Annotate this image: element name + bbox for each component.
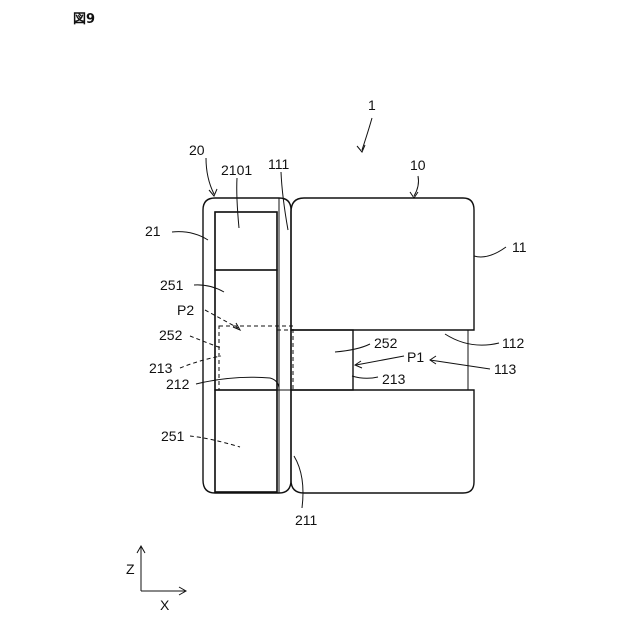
label-251-upper: 251 <box>160 277 184 293</box>
label-P1: P1 <box>407 349 424 365</box>
label-252-left: 252 <box>159 327 183 343</box>
label-211: 211 <box>295 512 318 528</box>
label-21: 21 <box>145 223 161 239</box>
member-20 <box>203 198 293 493</box>
label-213-left: 213 <box>149 360 173 376</box>
label-10: 10 <box>410 157 426 173</box>
member-10-lower <box>291 390 474 493</box>
labels: 1 10 20 2101 111 21 11 251 P2 252 213 21… <box>145 97 527 528</box>
dashed-region-252 <box>219 326 293 390</box>
member-10-upper <box>291 198 474 330</box>
filling-251-lower <box>215 390 277 492</box>
label-252-right: 252 <box>374 335 398 351</box>
label-20: 20 <box>189 142 205 158</box>
label-111: 111 <box>268 156 289 172</box>
hollow-2101 <box>215 212 277 270</box>
label-2101: 2101 <box>221 162 252 178</box>
label-11: 11 <box>512 239 527 255</box>
projection-252-213 <box>291 330 353 390</box>
axis-x-label: X <box>160 597 170 613</box>
figure-title: 図9 <box>73 12 95 27</box>
label-112: 112 <box>502 335 525 351</box>
axis-indicator: Z X <box>126 546 186 613</box>
label-212: 212 <box>166 376 190 392</box>
label-213-right: 213 <box>382 371 406 387</box>
label-1: 1 <box>368 97 376 113</box>
label-251-lower: 251 <box>161 428 185 444</box>
filling-251-upper <box>215 270 277 390</box>
label-P2: P2 <box>177 302 194 318</box>
frame-21 <box>203 198 291 493</box>
axis-z-label: Z <box>126 561 135 577</box>
label-113: 113 <box>494 361 517 377</box>
